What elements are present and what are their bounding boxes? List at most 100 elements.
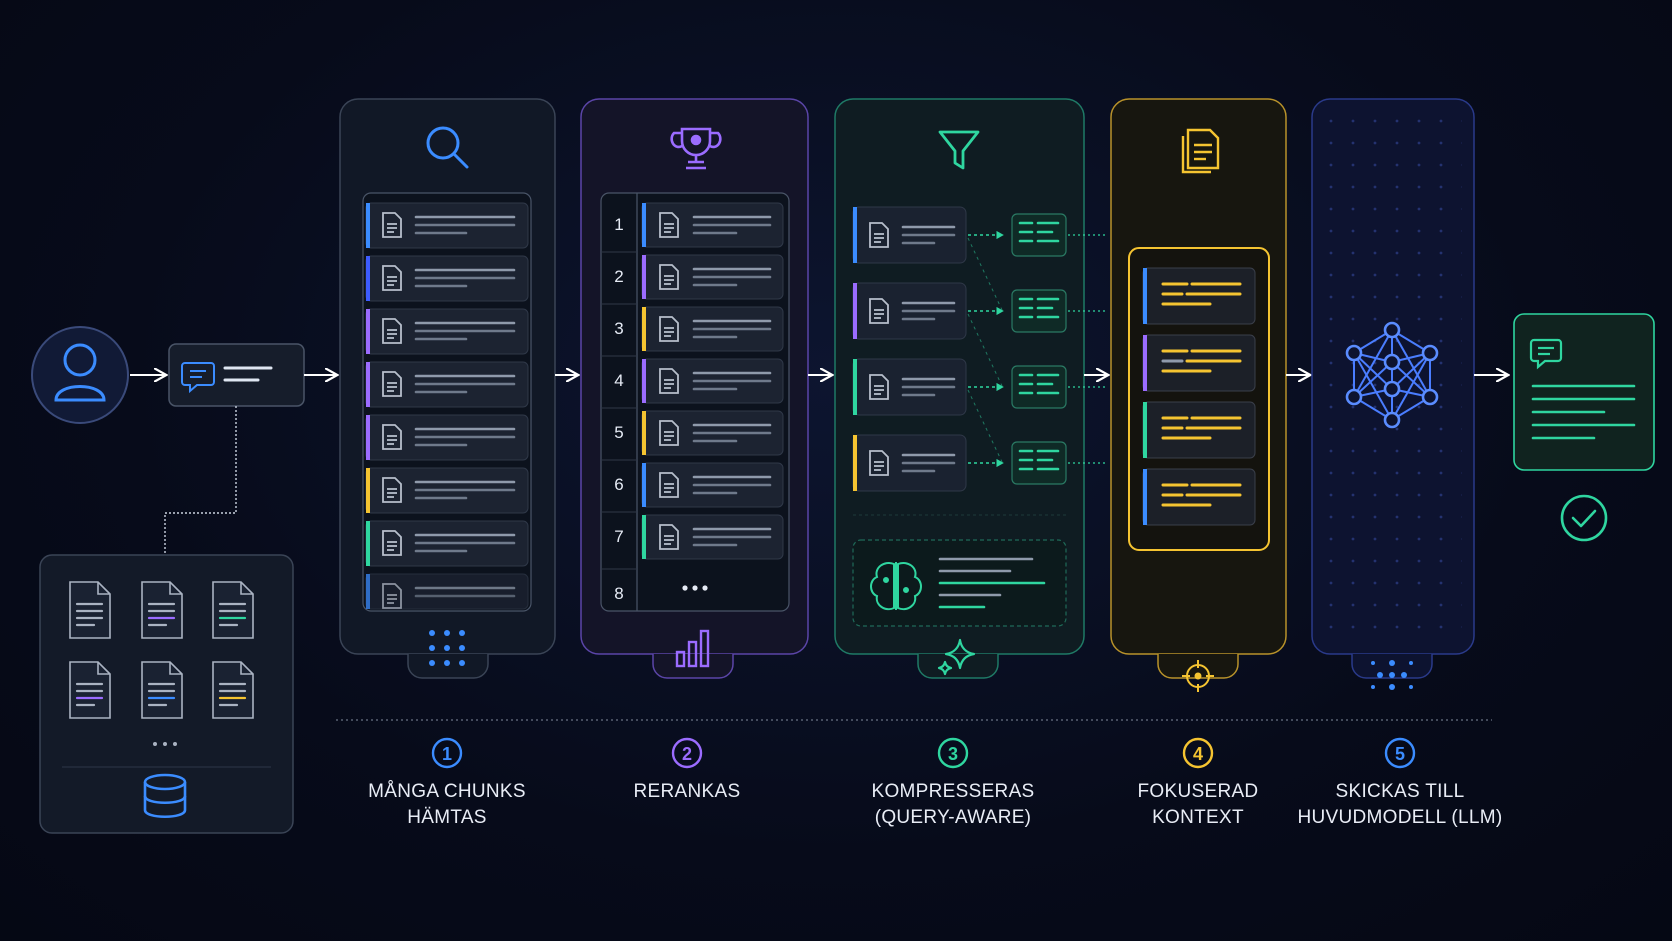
- search-icon: [426, 126, 469, 169]
- trophy-icon: [670, 127, 722, 170]
- document-icon: [869, 374, 889, 400]
- bar-chart-icon: [675, 629, 710, 668]
- rank-number: 1: [614, 215, 623, 234]
- document-icon: [659, 264, 679, 290]
- document-icon: [659, 524, 679, 550]
- more-dots: [153, 742, 177, 746]
- svg-text:2: 2: [682, 744, 692, 764]
- svg-text:3: 3: [948, 744, 958, 764]
- more-dots: [682, 585, 708, 591]
- check-circle-icon: [1560, 494, 1608, 542]
- neural-network-icon: [1345, 321, 1439, 429]
- stored-document: [141, 661, 183, 719]
- chunk-card: [365, 520, 529, 567]
- compressed-chunk: [1011, 289, 1067, 333]
- panel-llm: [1311, 98, 1475, 690]
- chunk-card: [365, 361, 529, 408]
- chat-bubble-icon: [181, 362, 215, 394]
- ranked-chunk-card: [641, 358, 784, 404]
- step-number-badge: 2: [671, 737, 703, 769]
- chat-bubble-icon: [1529, 338, 1563, 370]
- panel-compress: [834, 98, 1108, 679]
- answer-card: [1513, 313, 1655, 471]
- document-stack-icon: [1181, 128, 1220, 174]
- document-icon: [382, 371, 402, 397]
- ranked-chunk-card: [641, 202, 784, 248]
- rank-number: 3: [614, 319, 623, 338]
- target-icon: [1182, 660, 1214, 692]
- chunk-card: [365, 308, 529, 355]
- source-chunk-card: [852, 282, 967, 340]
- rank-number: 8: [614, 584, 623, 603]
- document-icon: [869, 222, 889, 248]
- ranked-chunk-card: [641, 254, 784, 300]
- document-icon: [659, 316, 679, 342]
- document-icon: [382, 583, 402, 609]
- user-icon: [54, 343, 106, 402]
- document-icon: [659, 368, 679, 394]
- brain-icon: [870, 562, 922, 611]
- document-icon: [382, 424, 402, 450]
- chunk-card: [365, 573, 529, 610]
- chunk-card: [365, 202, 529, 249]
- chunk-card: [365, 467, 529, 514]
- document-store: [39, 554, 294, 834]
- compressed-chunk: [1011, 441, 1067, 485]
- document-icon: [869, 450, 889, 476]
- document-icon: [659, 472, 679, 498]
- user-node: [31, 326, 129, 424]
- svg-text:5: 5: [1395, 744, 1405, 764]
- document-icon: [382, 530, 402, 556]
- compressed-chunk: [1011, 213, 1067, 257]
- svg-text:1: 1: [442, 744, 452, 764]
- compressed-summary: [852, 539, 1067, 627]
- focused-chunk-card: [1142, 401, 1256, 459]
- rank-number: 7: [614, 527, 623, 546]
- stored-document: [212, 581, 254, 639]
- stored-document: [69, 661, 111, 719]
- document-icon: [869, 298, 889, 324]
- rank-number: 5: [614, 423, 623, 442]
- document-icon: [659, 420, 679, 446]
- rank-number: 2: [614, 267, 623, 286]
- chunk-card: [365, 414, 529, 461]
- dot-cluster-icon: [1371, 660, 1413, 690]
- step-number-badge: 4: [1182, 737, 1214, 769]
- panel-rerank: 1 2 3 4 5 6 7 8: [580, 98, 809, 679]
- document-icon: [382, 212, 402, 238]
- source-chunk-card: [852, 434, 967, 492]
- document-icon: [659, 212, 679, 238]
- sparkle-icon: [937, 638, 976, 676]
- ranked-chunk-card: [641, 462, 784, 508]
- chunk-card: [365, 255, 529, 302]
- source-chunk-card: [852, 206, 967, 264]
- focused-chunk-card: [1142, 468, 1256, 526]
- database-icon: [143, 773, 187, 819]
- compressed-chunk: [1011, 365, 1067, 409]
- focused-chunk-card: [1142, 267, 1256, 325]
- funnel-icon: [938, 130, 980, 170]
- document-icon: [382, 477, 402, 503]
- step-number-badge: 3: [937, 737, 969, 769]
- query-box: [168, 343, 305, 407]
- svg-text:4: 4: [1193, 744, 1203, 764]
- ranked-chunk-card: [641, 514, 784, 560]
- stored-document: [141, 581, 183, 639]
- panel-focus: [1110, 98, 1287, 692]
- ranked-chunk-card: [641, 306, 784, 352]
- document-icon: [382, 265, 402, 291]
- panel-retrieval: [339, 98, 556, 679]
- stored-document: [212, 661, 254, 719]
- source-chunk-card: [852, 358, 967, 416]
- focused-chunk-card: [1142, 334, 1256, 392]
- step-number-badge: 1: [431, 737, 463, 769]
- rank-number: 6: [614, 475, 623, 494]
- ranked-chunk-card: [641, 410, 784, 456]
- rank-number: 4: [614, 371, 623, 390]
- connector-query-to-store: [164, 406, 237, 555]
- grid-dots-icon: [429, 630, 465, 666]
- stored-document: [69, 581, 111, 639]
- document-icon: [382, 318, 402, 344]
- step-number-badge: 5: [1384, 737, 1416, 769]
